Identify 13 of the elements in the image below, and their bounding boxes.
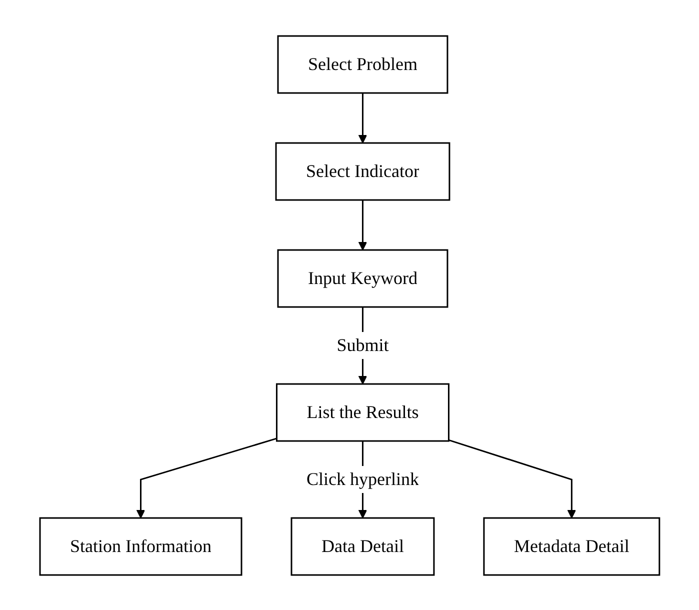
node-box: Input Keyword (277, 248, 448, 308)
node-box: Station Information (39, 516, 242, 576)
arrow (358, 200, 367, 250)
node-box: Data Detail (290, 516, 434, 576)
edge-label: Submit (336, 334, 389, 354)
edge-label: Click hyperlink (306, 468, 419, 488)
node-box: Select Indicator (275, 142, 450, 200)
arrow (448, 438, 576, 518)
node-box: List the Results (276, 382, 450, 442)
arrow (136, 437, 277, 518)
arrow (358, 92, 367, 143)
node-box: Metadata Detail (483, 516, 660, 576)
node-box: Select Problem (277, 34, 448, 94)
